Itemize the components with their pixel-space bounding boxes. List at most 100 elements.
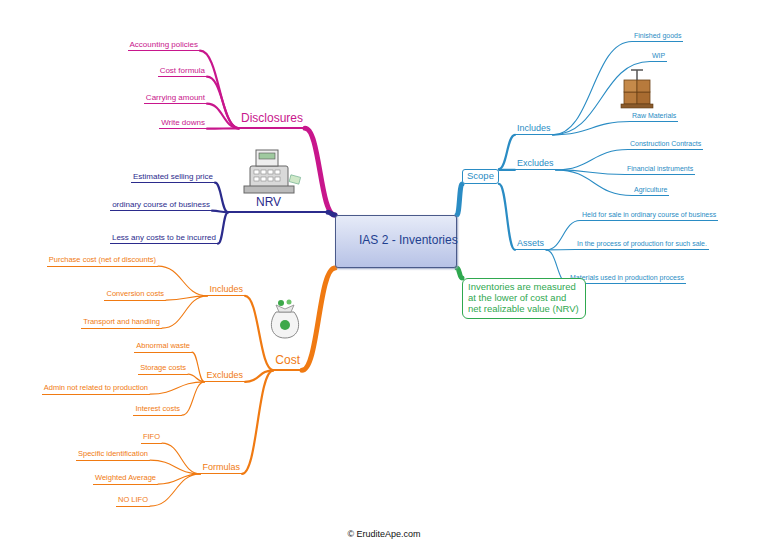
leaf-topic: Financial instruments (625, 165, 695, 175)
topic-text: Finished goods (634, 32, 681, 40)
branch-connector (218, 212, 228, 243)
leaf-topic: Abnormal waste (134, 342, 192, 353)
branch-connector (499, 169, 515, 171)
branch-connector (182, 382, 204, 415)
topic-text: IAS 2 - Inventories (359, 234, 433, 248)
topic-text: Carrying amount (146, 93, 205, 102)
topic-text: WIP (652, 52, 665, 60)
branch-connector (200, 51, 239, 129)
leaf-topic: Finished goods (632, 32, 683, 42)
topic-text: Conversion costs (106, 290, 164, 299)
branch-connector (457, 184, 462, 215)
topic-text: Cost formula (160, 66, 205, 75)
leaf-topic: Less any costs to be incurred (110, 233, 218, 244)
leaf-topic: Interest costs (133, 405, 182, 416)
branch-topic: Disclosures (239, 112, 305, 129)
branch-connector (207, 77, 239, 129)
topic-text: Formulas (202, 462, 240, 472)
sub-topic: Excludes (204, 370, 245, 382)
topic-text: Scope (467, 171, 494, 182)
branch-connector (553, 122, 630, 135)
sub-topic: Includes (207, 284, 245, 296)
branch-connector (162, 443, 200, 474)
leaf-topic: Specific identification (76, 450, 150, 461)
branch-connector (207, 104, 239, 129)
copyright-note: © EruditeApe.com (347, 529, 420, 539)
leaf-topic: Agriculture (632, 186, 669, 196)
branch-connector (556, 150, 628, 170)
leaf-topic: Accounting policies (128, 40, 200, 51)
branch-connector (158, 266, 207, 296)
topic-text: In the process of production for such sa… (577, 240, 707, 248)
branch-connector (546, 249, 575, 250)
leaf-topic: WIP (650, 52, 667, 62)
topic-text: Held for sale in ordinary course of busi… (582, 211, 716, 219)
topic-text: Includes (517, 123, 551, 133)
leaf-topic: Admin not related to production (42, 384, 150, 395)
topic-text: Cost (275, 354, 300, 368)
leaf-topic: Storage costs (138, 364, 188, 375)
leaf-topic: In the process of production for such sa… (575, 240, 709, 250)
leaf-topic: Transport and handling (81, 318, 162, 329)
leaf-topic: Held for sale in ordinary course of busi… (580, 211, 718, 221)
leaf-topic: Carrying amount (144, 93, 207, 104)
topic-text: NRV (256, 196, 326, 210)
central-topic: IAS 2 - Inventories (335, 215, 457, 268)
branch-connector (188, 374, 204, 382)
branch-connector (328, 212, 335, 215)
branch-connector (499, 184, 515, 250)
topic-text: Financial instruments (627, 165, 693, 173)
sub-topic: Assets (515, 238, 546, 250)
leaf-topic: Write downs (159, 118, 207, 129)
branch-connector (162, 296, 207, 328)
money-bag-icon (271, 300, 298, 339)
topic-text: Specific identification (78, 450, 148, 459)
topic-text: Transport and handling (83, 318, 160, 327)
topic-text: Estimated selling price (133, 172, 213, 181)
branch-box: Scope (462, 169, 499, 184)
branch-connector (302, 268, 335, 370)
leaf-topic: Construction Contracts (628, 140, 703, 150)
branch-connector (158, 474, 200, 484)
branch-connector (556, 170, 632, 196)
leaf-topic: NO LIFO (116, 496, 150, 507)
branch-connector (305, 128, 335, 215)
topic-text: Agriculture (634, 186, 667, 194)
topic-text: Assets (517, 238, 544, 248)
sub-topic: Formulas (200, 462, 242, 474)
branch-connector (457, 268, 462, 278)
topic-text: NO LIFO (118, 496, 148, 505)
topic-text: Includes (209, 284, 243, 294)
topic-text: ordinary course of business (112, 200, 210, 209)
leaf-topic: FIFO (141, 433, 162, 444)
topic-text: Materials used in production process (570, 274, 684, 282)
branch-topic: Cost (273, 354, 302, 371)
topic-text: Less any costs to be incurred (112, 233, 216, 242)
topic-text: Disclosures (241, 112, 303, 126)
sub-topic: Includes (515, 123, 553, 135)
pallet-icon (621, 70, 653, 108)
topic-text: Construction Contracts (630, 140, 701, 148)
branch-connector (215, 183, 228, 213)
branch-connector (553, 42, 632, 135)
topic-text: Weighted Average (95, 474, 156, 483)
topic-text: Excludes (206, 370, 243, 380)
branch-connector (150, 382, 204, 394)
sub-topic: Excludes (515, 158, 556, 170)
topic-text: Inventories are measured at the lower of… (468, 282, 580, 315)
leaf-topic: Purchase cost (net of discounts) (47, 256, 158, 267)
branch-connector (150, 474, 200, 506)
leaf-topic: Conversion costs (104, 290, 166, 301)
topic-text: Interest costs (135, 405, 180, 414)
topic-text: Admin not related to production (44, 384, 148, 393)
topic-text: Abnormal waste (136, 342, 190, 351)
leaf-topic: Cost formula (158, 66, 207, 77)
topic-text: Accounting policies (130, 40, 198, 49)
leaf-topic: ordinary course of business (110, 200, 212, 211)
topic-text: FIFO (143, 433, 160, 442)
topic-text: Write downs (161, 118, 205, 127)
branch-connector (212, 211, 228, 213)
leaf-topic: Weighted Average (93, 474, 158, 485)
